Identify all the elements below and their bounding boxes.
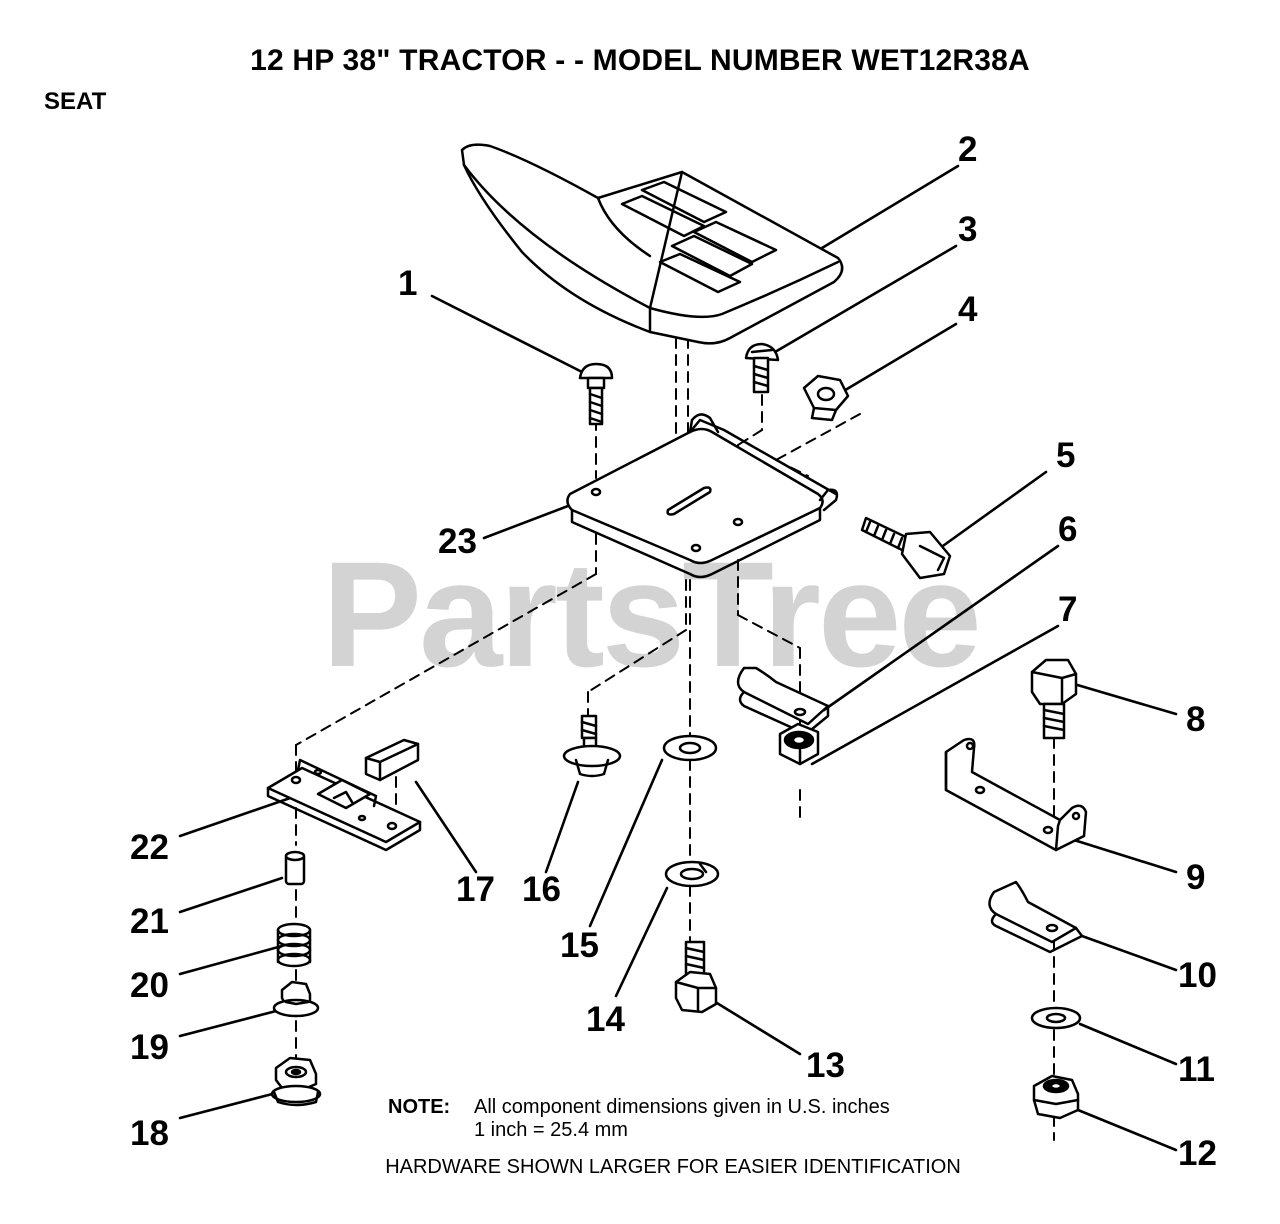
hex-bolt (1030, 658, 1078, 740)
bracket (944, 737, 1088, 852)
clip (736, 666, 830, 736)
washer-15 (662, 734, 718, 762)
note-line-2: 1 inch = 25.4 mm (474, 1119, 628, 1141)
callout-22: 22 (130, 828, 169, 867)
callout-5: 5 (1056, 436, 1076, 475)
flat-washer (1030, 1006, 1082, 1030)
spring (276, 922, 312, 968)
callout-4: 4 (958, 290, 978, 329)
callout-6: 6 (1058, 510, 1078, 549)
screw (744, 342, 780, 394)
leader-lines (178, 164, 1178, 1152)
clip-lower (988, 880, 1084, 954)
callout-12: 12 (1178, 1134, 1217, 1173)
hex-bolt-lower (674, 940, 718, 1014)
seat-pan (566, 413, 839, 579)
callout-19: 19 (130, 1028, 169, 1067)
slide-rail (266, 758, 422, 852)
hardware-note: HARDWARE SHOWN LARGER FOR EASIER IDENTIF… (385, 1156, 961, 1178)
callout-11: 11 (1178, 1050, 1215, 1089)
callout-23: 23 (438, 522, 477, 561)
callout-3: 3 (958, 210, 978, 249)
lock-nut (778, 722, 820, 766)
page-title: 12 HP 38" TRACTOR - - MODEL NUMBER WET12… (250, 44, 1030, 77)
callout-1: 1 (398, 264, 418, 303)
callout-10: 10 (1178, 956, 1217, 995)
callout-20: 20 (130, 966, 169, 1005)
callout-8: 8 (1186, 700, 1206, 739)
callout-21: 21 (130, 902, 169, 941)
lock-nut-lower (1032, 1074, 1080, 1120)
callout-7: 7 (1058, 590, 1078, 629)
note-label: NOTE: (388, 1096, 451, 1118)
pin (284, 850, 306, 886)
callout-14: 14 (586, 1000, 625, 1039)
seat (460, 143, 844, 345)
flange-nut (272, 980, 320, 1018)
block (364, 738, 420, 782)
shoulder-screw (562, 714, 622, 778)
dimensions-note: NOTE:All component dimensions given in U… (388, 1096, 890, 1142)
lock-washer (664, 860, 720, 888)
callout-18: 18 (130, 1114, 169, 1153)
hex-nut (802, 374, 850, 422)
callout-16: 16 (522, 870, 561, 909)
shoulder-bolt (860, 516, 952, 580)
callout-2: 2 (958, 130, 978, 169)
callout-9: 9 (1186, 858, 1206, 897)
section-title: SEAT (44, 88, 107, 115)
callout-13: 13 (806, 1046, 845, 1085)
callout-15: 15 (560, 926, 599, 965)
callout-17: 17 (456, 870, 495, 909)
flange-lock-nut (270, 1056, 322, 1107)
note-line-1: NOTE:All component dimensions given in U… (388, 1096, 890, 1118)
carriage-bolt (578, 362, 614, 426)
